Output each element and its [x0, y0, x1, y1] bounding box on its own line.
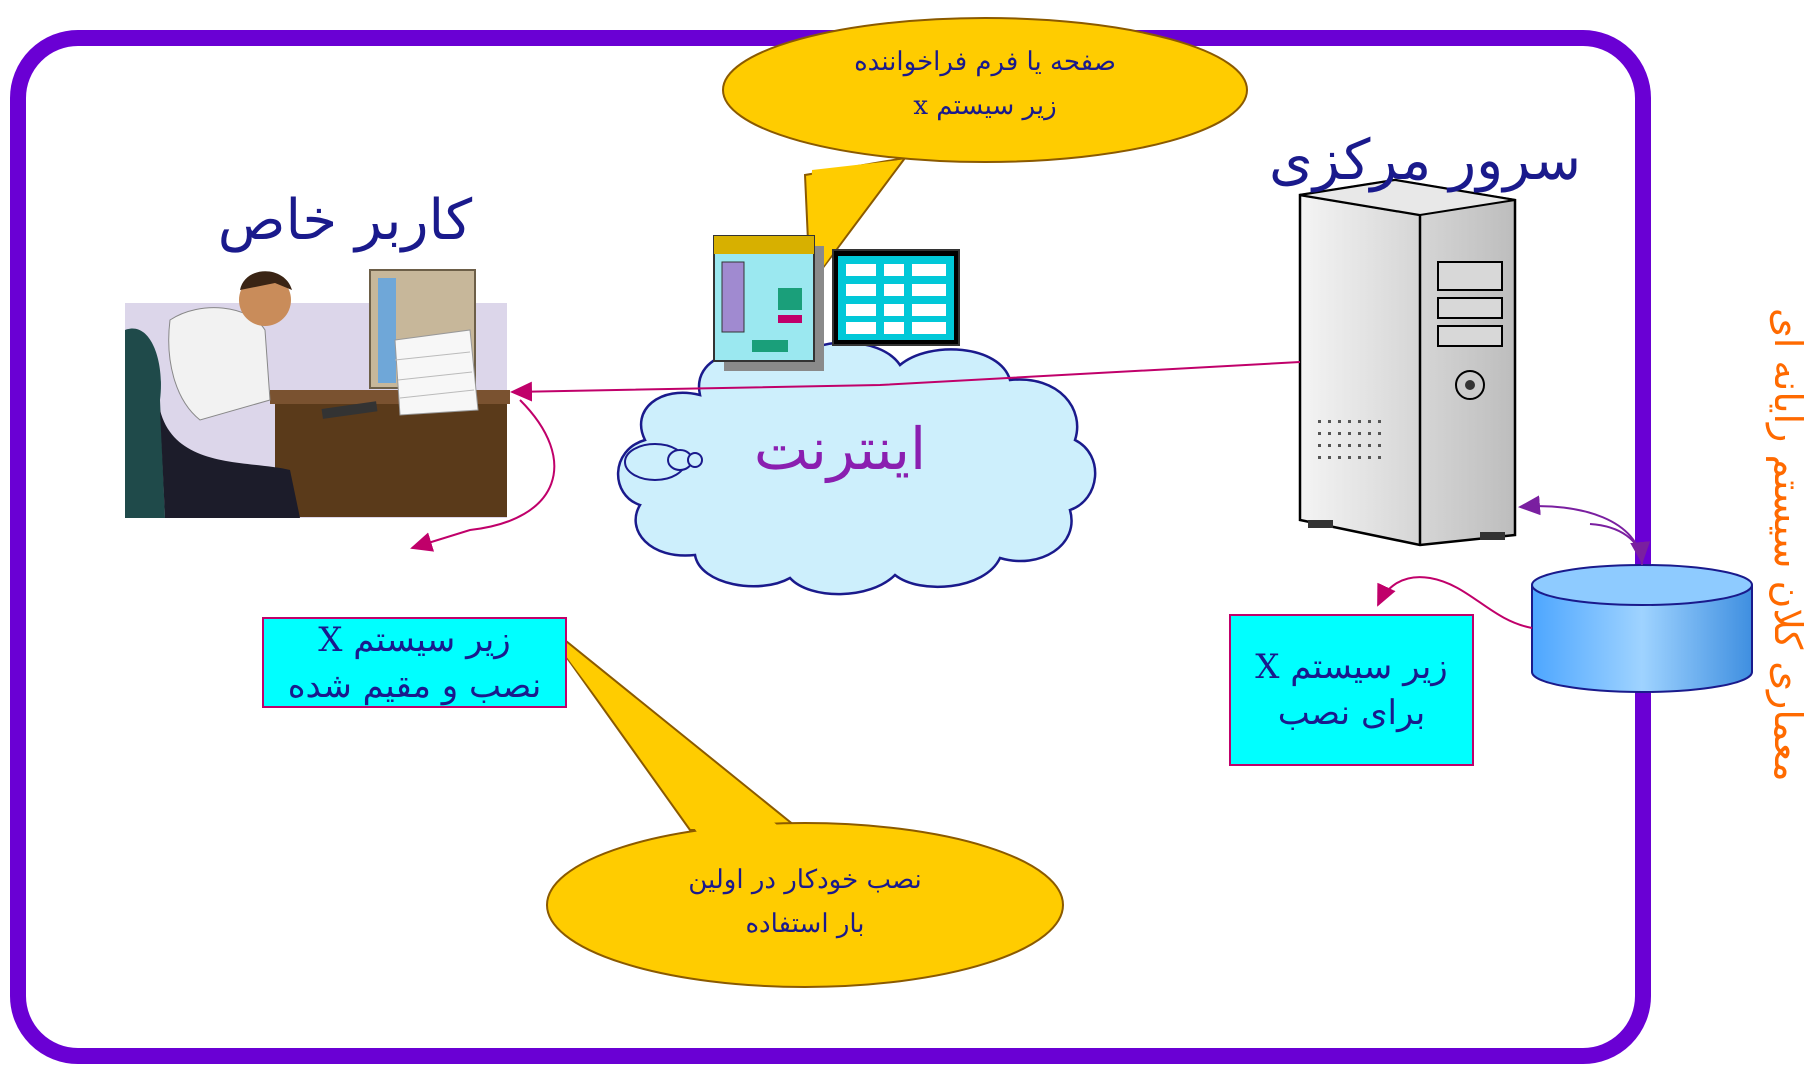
user-to-installed-arrow [410, 399, 556, 552]
callout-top-text: صفحه یا فرم فراخواننده زیر سیستم x [760, 40, 1210, 128]
install-box-line2: برای نصب [1277, 693, 1426, 733]
internet-label: اینترنت [753, 415, 927, 483]
callout-bottom-line1: نصب خودکار در اولین [688, 865, 922, 895]
install-box-line1: زیر سیستم X [1255, 647, 1448, 687]
callout-bottom [539, 619, 1064, 988]
installed-box-line2: نصب و مقیم شده [287, 665, 542, 706]
callout-top-line2: زیر سیستم x [913, 91, 1057, 121]
side-title: معماری کلان سیستم رایانه ای [1766, 308, 1810, 782]
server-tower-icon [1298, 178, 1517, 547]
installed-box-line1: زیر سیستم X [318, 619, 511, 660]
callout-top-line1: صفحه یا فرم فراخواننده [854, 47, 1116, 77]
database-cylinder-icon [1531, 564, 1753, 693]
db-server-link-up [1589, 523, 1651, 564]
installed-subsystem-box: زیر سیستم X نصب و مقیم شده [262, 617, 567, 708]
cloud-icon [616, 341, 1097, 596]
db-to-install-box-arrow [1377, 576, 1533, 629]
person-at-desk-icon [125, 269, 510, 518]
server-to-user-line [510, 361, 1301, 402]
user-label: کاربر خاص [217, 188, 473, 253]
install-package-box: زیر سیستم X برای نصب [1229, 614, 1474, 766]
callout-bottom-text: نصب خودکار در اولین بار استفاده [580, 858, 1030, 946]
callout-bottom-line2: بار استفاده [745, 909, 865, 939]
server-label: سرور مرکزی [1269, 128, 1581, 193]
callout-top [722, 17, 1248, 288]
form-window-icon [713, 235, 824, 371]
grid-window-icon [832, 249, 960, 346]
